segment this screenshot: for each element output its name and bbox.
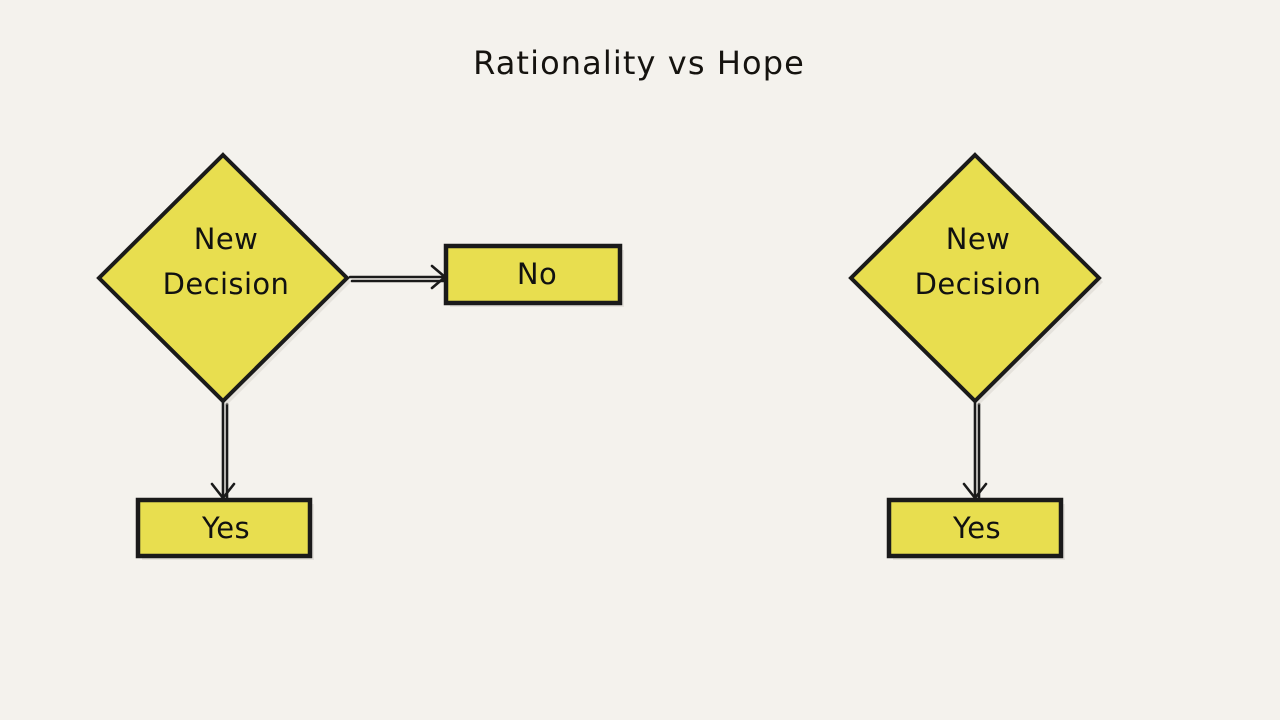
left-group: New Decision No Yes [96, 152, 624, 560]
left-decision-label-line1: New [194, 222, 258, 256]
page-title: Rationality vs Hope [473, 44, 805, 82]
edge-right-decision-to-yes[interactable] [962, 399, 988, 502]
right-decision-label-line2: Decision [915, 267, 1042, 301]
left-decision-label-line2: Decision [163, 267, 290, 301]
node-right-decision[interactable]: New Decision [848, 152, 1103, 405]
edge-left-decision-to-no[interactable] [348, 264, 449, 290]
left-yes-label: Yes [201, 511, 250, 545]
left-no-label: No [517, 257, 557, 291]
node-right-yes[interactable]: Yes [886, 497, 1065, 560]
node-left-no[interactable]: No [443, 243, 624, 307]
node-left-decision[interactable]: New Decision [96, 152, 351, 405]
right-group: New Decision Yes [848, 152, 1103, 560]
node-left-yes[interactable]: Yes [135, 497, 314, 560]
right-yes-label: Yes [952, 511, 1001, 545]
right-decision-label-line1: New [946, 222, 1010, 256]
edge-left-decision-to-yes[interactable] [210, 399, 236, 502]
